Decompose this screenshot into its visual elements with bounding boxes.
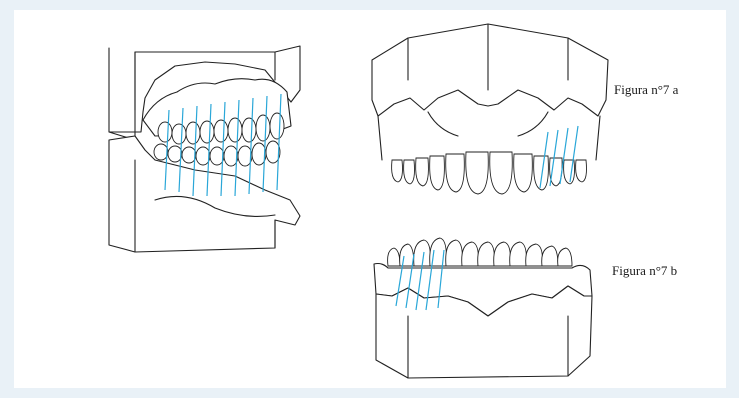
lower-teeth (154, 141, 280, 166)
upper-model-frontal (368, 20, 618, 200)
upper-model-base (372, 24, 608, 116)
lower-frontal-teeth (388, 238, 572, 266)
upper-frontal-teeth (392, 152, 587, 194)
lower-model-frontal (368, 236, 608, 386)
figure-b-caption: Figura n°7 b (612, 263, 677, 279)
lateral-articulated-models (95, 40, 310, 260)
figure-a-caption: Figura n°7 a (614, 82, 678, 98)
